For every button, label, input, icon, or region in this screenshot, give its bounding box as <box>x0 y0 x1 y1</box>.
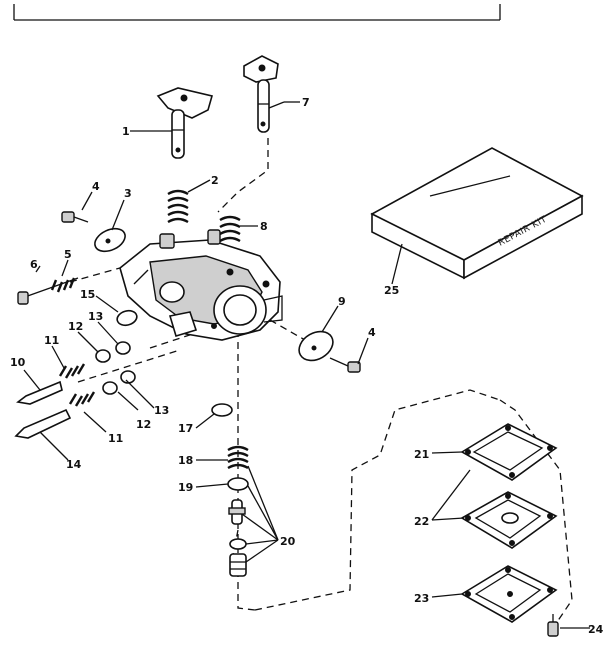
callout-4-top: 4 <box>92 180 100 193</box>
callout-18: 18 <box>178 454 193 467</box>
callout-15: 15 <box>80 288 95 301</box>
throttle-shaft <box>156 87 213 159</box>
o-ring <box>116 309 138 327</box>
throttle-plate <box>94 227 126 253</box>
callout-6: 6 <box>30 258 38 271</box>
choke-shaft <box>243 55 279 133</box>
choke-plate <box>298 330 334 362</box>
choke-spring <box>219 215 241 243</box>
callout-19: 19 <box>178 481 193 494</box>
callout-11-upper: 11 <box>44 334 59 347</box>
seat-gasket <box>211 403 233 417</box>
choke-plate-screw <box>329 357 361 373</box>
pump-cover-plate <box>460 491 558 549</box>
callout-8: 8 <box>260 220 268 233</box>
throttle-spring <box>167 189 189 224</box>
callout-2: 2 <box>211 174 219 187</box>
callout-4-right: 4 <box>368 326 376 339</box>
idle-speed-screw <box>17 277 79 305</box>
pump-diaphragm <box>460 423 558 481</box>
callout-21: 21 <box>414 448 429 461</box>
top-frame <box>13 4 501 21</box>
throttle-plate-screw <box>61 211 89 223</box>
inlet-washer <box>227 477 249 491</box>
callout-9: 9 <box>338 295 346 308</box>
pump-cover-screw <box>547 614 559 637</box>
callout-1: 1 <box>122 125 130 138</box>
callout-10: 10 <box>10 356 26 369</box>
callout-5: 5 <box>64 248 72 261</box>
callout-22: 22 <box>414 515 429 528</box>
washer-upper <box>95 341 131 363</box>
callout-24: 24 <box>588 623 604 636</box>
mixture-needle-lower <box>14 391 96 439</box>
callout-20: 20 <box>280 535 296 548</box>
pump-gasket <box>460 565 558 623</box>
carburetor-body <box>119 229 283 341</box>
callout-3: 3 <box>124 187 132 200</box>
callout-13-lower: 13 <box>154 404 169 417</box>
leader-lines <box>23 101 590 629</box>
callout-12-lower: 12 <box>136 418 151 431</box>
callout-numbers: 1 2 3 4 4 5 6 7 8 9 10 11 11 12 12 13 13… <box>10 96 604 636</box>
mixture-needle-upper <box>16 363 86 405</box>
callout-12-upper: 12 <box>68 320 83 333</box>
callout-7: 7 <box>302 96 310 109</box>
washer-lower <box>102 370 136 395</box>
callout-23: 23 <box>414 592 429 605</box>
repair-kit-box: REPAIR KIT <box>370 147 584 280</box>
callout-25: 25 <box>384 284 399 297</box>
callout-13-upper: 13 <box>88 310 103 323</box>
callout-17: 17 <box>178 422 193 435</box>
callout-11-lower: 11 <box>108 432 123 445</box>
callout-14: 14 <box>66 458 82 471</box>
inlet-spring <box>227 445 249 470</box>
inlet-needle-assembly <box>228 499 247 577</box>
